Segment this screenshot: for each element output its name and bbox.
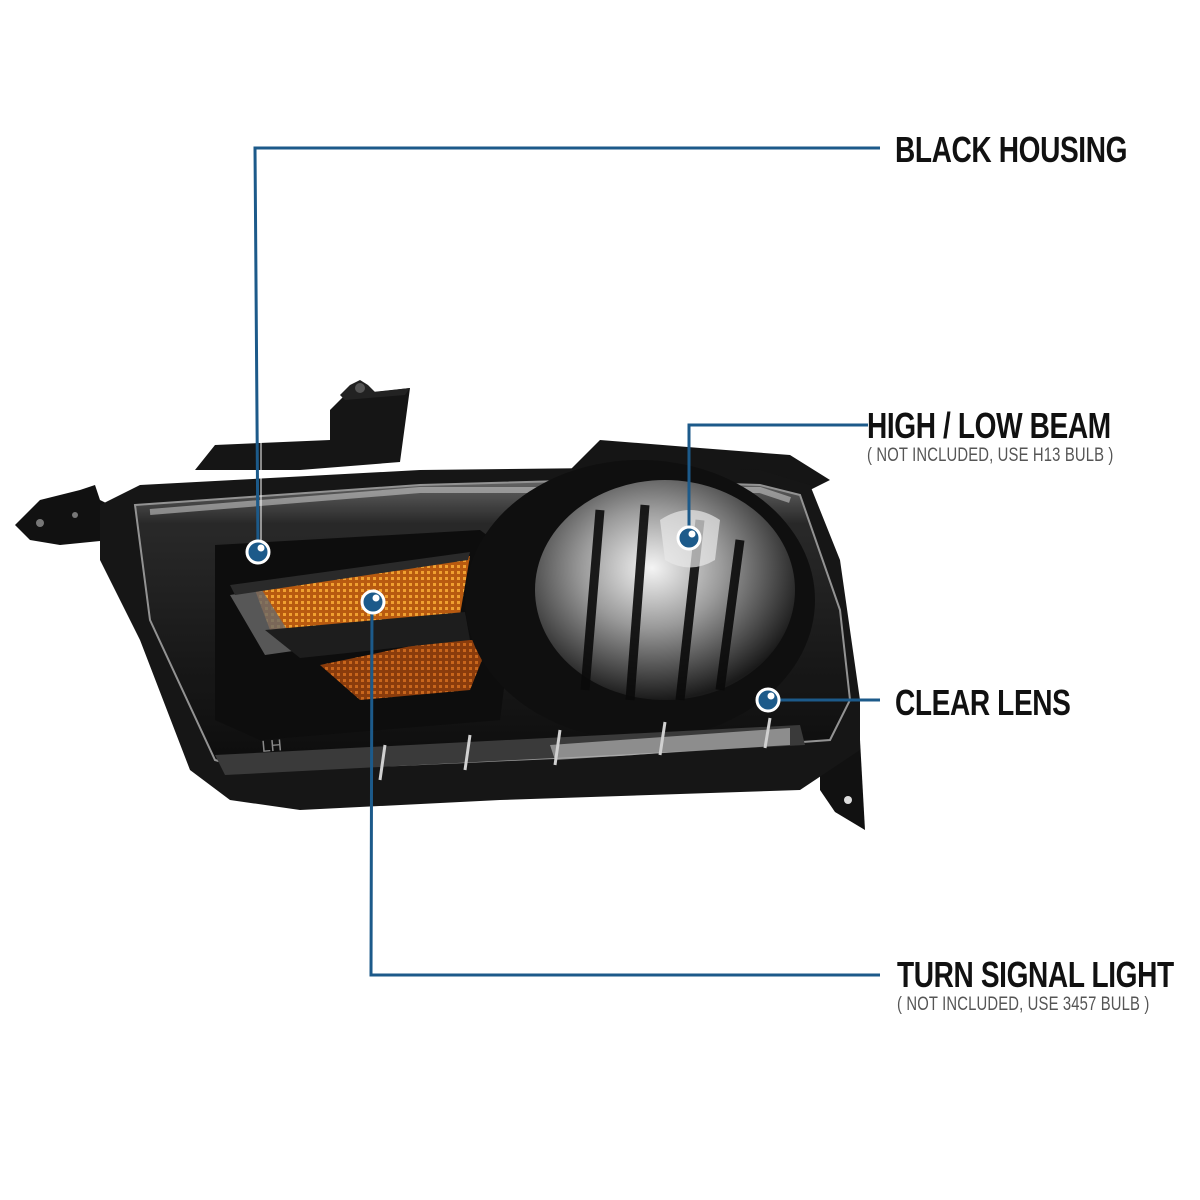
dot-housing bbox=[245, 539, 271, 565]
callout-subtitle: ( NOT INCLUDED, USE H13 BULB ) bbox=[867, 445, 1114, 466]
callout-title: CLEAR LENS bbox=[895, 682, 1071, 723]
callout-subtitle: ( NOT INCLUDED, USE 3457 BULB ) bbox=[897, 994, 1150, 1015]
side-marking: LH bbox=[261, 737, 283, 756]
amber-turn-signal-lower bbox=[320, 640, 490, 700]
callout-line-turn bbox=[369, 601, 880, 977]
callout-label-black-housing: BLACK HOUSING bbox=[895, 131, 1127, 169]
dot-turn bbox=[360, 589, 386, 615]
mounting-bracket-left bbox=[15, 485, 120, 545]
callout-label-clear-lens: CLEAR LENS bbox=[895, 684, 1071, 722]
dot-beam bbox=[676, 525, 702, 551]
callout-lines bbox=[253, 146, 880, 977]
callout-label-turn-signal: TURN SIGNAL LIGHT ( NOT INCLUDED, USE 34… bbox=[897, 956, 1174, 1016]
callout-line-beam bbox=[687, 423, 868, 538]
callout-dots bbox=[245, 525, 781, 713]
callout-label-high-low-beam: HIGH / LOW BEAM ( NOT INCLUDED, USE H13 … bbox=[867, 407, 1114, 467]
callout-title: BLACK HOUSING bbox=[895, 129, 1128, 170]
lower-chrome-strip bbox=[215, 717, 805, 781]
high-low-beam-reflector bbox=[535, 480, 795, 700]
amber-turn-signal-upper bbox=[255, 556, 470, 630]
callout-line-housing bbox=[253, 146, 880, 553]
callout-title: HIGH / LOW BEAM bbox=[867, 405, 1111, 446]
callout-title: TURN SIGNAL LIGHT bbox=[897, 954, 1174, 995]
dot-lens bbox=[755, 687, 781, 713]
